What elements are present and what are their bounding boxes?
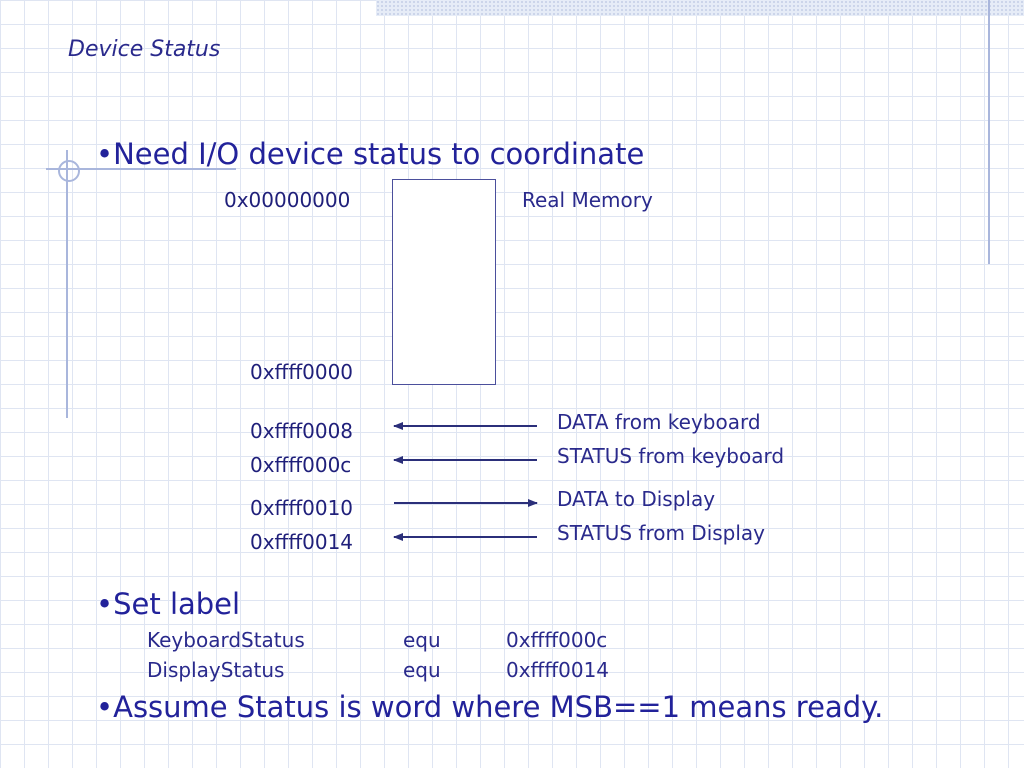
left-horizontal-rule [46,168,236,170]
label-keyboardstatus-op: equ [403,628,441,652]
address-000c: 0xffff000c [250,453,352,477]
bullet-set-label: •Set label [96,587,241,621]
data-to-display-label: DATA to Display [557,487,716,511]
slide-title: Device Status [68,37,221,62]
top-decorative-band [376,0,1024,16]
label-displaystatus-name: DisplayStatus [147,658,285,682]
status-from-display-label: STATUS from Display [557,521,766,545]
label-displaystatus-op: equ [403,658,441,682]
status-from-keyboard-label: STATUS from keyboard [557,444,785,468]
address-top: 0x00000000 [224,188,351,212]
bullet-need-io-status: •Need I/O device status to coordinate [96,137,645,171]
ring-decoration [58,160,80,182]
label-displaystatus-value: 0xffff0014 [506,658,610,682]
address-bottom: 0xffff0000 [250,360,354,384]
left-vertical-rule [66,150,68,418]
address-0014: 0xffff0014 [250,530,354,554]
data-from-keyboard-label: DATA from keyboard [557,410,761,434]
real-memory-label: Real Memory [522,188,653,212]
label-keyboardstatus-name: KeyboardStatus [147,628,305,652]
address-0010: 0xffff0010 [250,496,354,520]
memory-box [392,179,496,385]
right-vertical-rule [988,0,990,264]
bullet-assume-status: •Assume Status is word where MSB==1 mean… [96,690,884,724]
address-0008: 0xffff0008 [250,419,354,443]
label-keyboardstatus-value: 0xffff000c [506,628,608,652]
